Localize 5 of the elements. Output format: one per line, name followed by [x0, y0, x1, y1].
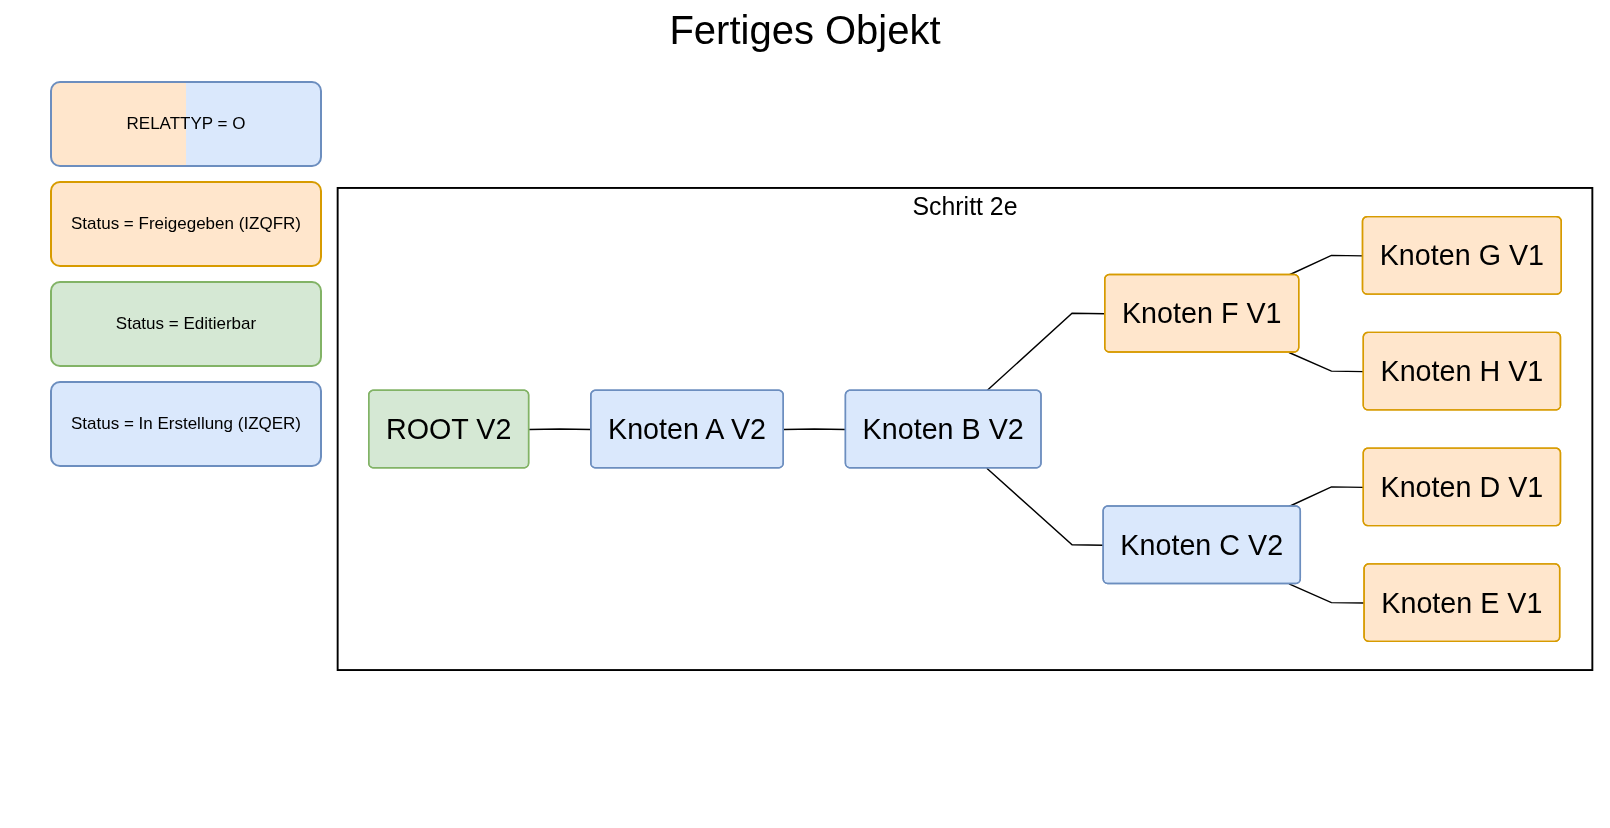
title: Fertiges Objekt [668, 8, 942, 53]
legend-text: Status = Editierbar [115, 314, 257, 334]
legend-text: RELATTYP = O [126, 114, 246, 134]
legend-text: Status = Freigegeben (IZQFR) [70, 214, 302, 234]
legend-text: Status = In Erstellung (IZQER) [70, 414, 302, 434]
